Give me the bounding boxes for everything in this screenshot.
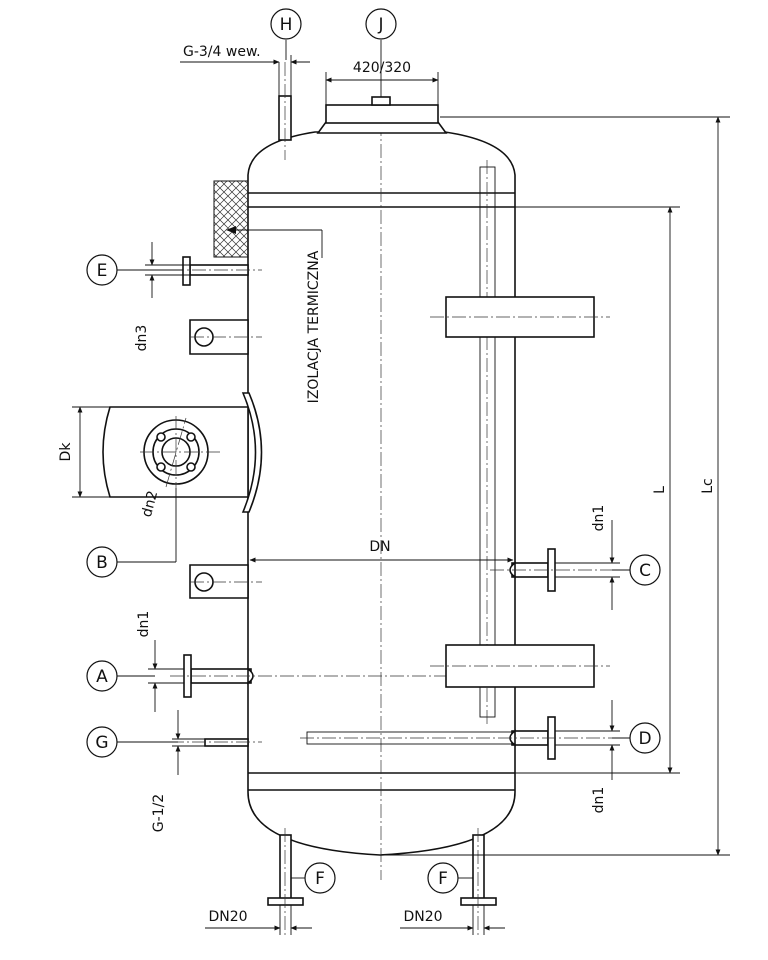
- dim-dn2-label: dn2: [139, 489, 161, 519]
- top-manhole: [316, 90, 448, 134]
- svg-text:F: F: [315, 869, 325, 889]
- svg-text:B: B: [96, 553, 108, 573]
- callout-g: G: [86, 726, 118, 758]
- dim-dn1-a-label: dn1: [136, 611, 152, 638]
- callout-d: D: [629, 722, 661, 754]
- dim-dn1-c-label: dn1: [591, 505, 607, 532]
- svg-text:J: J: [377, 15, 383, 35]
- right-boss-lower: [430, 644, 610, 688]
- right-boss-upper: [430, 296, 610, 338]
- side-manhole-b: [102, 392, 263, 513]
- dim-l-label: L: [652, 486, 668, 494]
- callout-h: H: [270, 8, 302, 40]
- leg-right: [460, 828, 497, 935]
- svg-text:H: H: [280, 15, 293, 35]
- svg-text:F: F: [438, 869, 448, 889]
- nozzle-g: [170, 738, 262, 747]
- nozzle-h: [278, 62, 292, 160]
- nozzle-d: [300, 716, 625, 760]
- dim-lid-label: 420/320: [353, 60, 411, 76]
- callout-e: E: [86, 254, 118, 286]
- dim-g12-label: G-1/2: [151, 794, 167, 832]
- callout-f-left: F: [304, 862, 336, 894]
- nozzle-c: [490, 548, 625, 592]
- svg-text:A: A: [96, 667, 108, 687]
- dim-dn1-d-label: dn1: [591, 787, 607, 814]
- insulation-label: IZOLACJA TERMICZNA: [306, 250, 322, 403]
- svg-text:G: G: [95, 733, 108, 753]
- svg-text:E: E: [97, 261, 108, 281]
- dim-dn-label: DN: [369, 539, 390, 555]
- sleeve-upper: [189, 319, 262, 355]
- svg-text:D: D: [638, 729, 651, 749]
- sleeve-lower: [189, 564, 262, 599]
- svg-text:C: C: [639, 561, 651, 581]
- callout-c: C: [629, 554, 661, 586]
- dim-lc-label: Lc: [700, 478, 716, 494]
- callout-j: J: [365, 8, 397, 40]
- callout-f-right: F: [427, 862, 459, 894]
- dim-dn20-right-label: DN20: [403, 909, 442, 925]
- dim-dk-label: Dk: [58, 442, 74, 462]
- internal-vertical-tube: [479, 160, 496, 725]
- dimension-lines: [72, 40, 730, 935]
- callout-b: B: [86, 546, 118, 578]
- callout-a: A: [86, 660, 118, 692]
- nozzle-a: [170, 654, 470, 698]
- dim-g34-label: G-3/4 wew.: [183, 44, 261, 60]
- thermal-insulation: [213, 180, 323, 258]
- leg-left: [267, 828, 304, 935]
- vessel-body: [247, 100, 516, 880]
- nozzle-e: [170, 256, 262, 286]
- dim-dn20-left-label: DN20: [208, 909, 247, 925]
- dim-dn3-label: dn3: [134, 325, 150, 352]
